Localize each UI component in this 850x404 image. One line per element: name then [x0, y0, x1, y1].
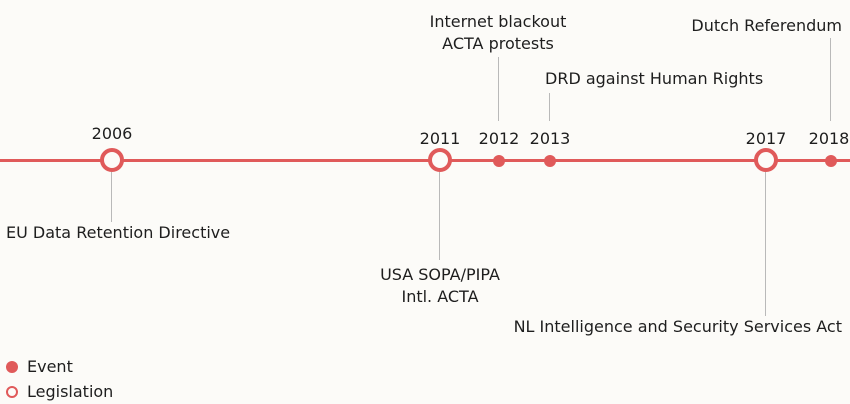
milestone-label-line: Dutch Referendum	[691, 16, 842, 35]
milestone-label-line: USA SOPA/PIPA	[380, 265, 500, 284]
milestone-label-line: NL Intelligence and Security Services Ac…	[513, 317, 842, 336]
milestone-label-line: EU Data Retention Directive	[6, 223, 231, 242]
year-label-2017: 2017	[745, 129, 787, 148]
legend: Event Legislation	[6, 354, 113, 404]
legend-item-event: Event	[6, 354, 113, 379]
milestone-label-2017: NL Intelligence and Security Services Ac…	[514, 316, 842, 338]
connector-2013	[549, 93, 550, 121]
milestone-label-line: Intl. ACTA	[401, 287, 479, 306]
milestone-label-line: ACTA protests	[442, 34, 554, 53]
event-dot-icon	[6, 360, 18, 373]
year-label-2006: 2006	[91, 124, 133, 143]
legislation-ring-icon	[6, 385, 18, 398]
event-marker-2018	[825, 155, 837, 167]
year-label-2012: 2012	[478, 129, 520, 148]
milestone-label-line: Internet blackout	[429, 12, 567, 31]
legend-label-legislation: Legislation	[27, 382, 114, 401]
event-marker-2013	[544, 155, 556, 167]
milestone-label-2006: EU Data Retention Directive	[6, 222, 230, 244]
milestone-label-2013: DRD against Human Rights	[545, 68, 763, 90]
legislation-marker-2006	[100, 148, 124, 172]
milestone-label-2012: Internet blackout ACTA protests	[404, 11, 592, 55]
milestone-label-2011: USA SOPA/PIPA Intl. ACTA	[360, 264, 520, 308]
legislation-marker-2011	[428, 148, 452, 172]
connector-2011	[439, 172, 440, 260]
event-marker-2012	[493, 155, 505, 167]
legend-item-legislation: Legislation	[6, 379, 113, 404]
connector-2017	[765, 172, 766, 316]
connector-2018	[830, 38, 831, 121]
connector-2012	[498, 57, 499, 121]
year-label-2018: 2018	[808, 129, 850, 148]
year-label-2011: 2011	[419, 129, 461, 148]
timeline-axis	[0, 159, 850, 162]
legend-label-event: Event	[27, 357, 73, 376]
milestone-label-2018: Dutch Referendum	[691, 15, 842, 37]
year-label-2013: 2013	[529, 129, 571, 148]
legislation-marker-2017	[754, 148, 778, 172]
connector-2006	[111, 172, 112, 222]
milestone-label-line: DRD against Human Rights	[545, 69, 764, 88]
